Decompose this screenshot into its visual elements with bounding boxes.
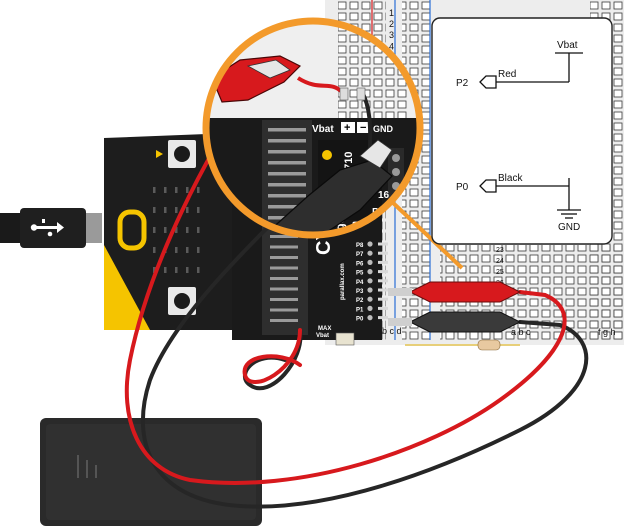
led [153, 187, 156, 193]
edge-row-letters: b c d [382, 326, 402, 336]
led [164, 227, 167, 233]
edge-pin-16: 16 [378, 190, 390, 201]
svg-text:+: + [344, 122, 350, 134]
schematic-gnd-label: GND [558, 222, 580, 233]
breadboard-column-letters: a b c [511, 327, 531, 337]
breadboard-row-number: 3 [389, 30, 394, 40]
led [186, 227, 189, 233]
ground-symbol [557, 209, 581, 219]
breadboard-row-number: 4 [389, 41, 394, 51]
breadboard-row-number: 2 [389, 19, 394, 29]
breadboard-column-letters-far: f g h [598, 327, 616, 337]
led [175, 187, 178, 193]
breadboard-row-number: 23 [496, 247, 504, 254]
led [164, 267, 167, 273]
schematic-vbat-label: Vbat [557, 40, 578, 51]
edge-vbat-label: Vbat [312, 124, 334, 135]
breadboard-row-number: 1 [389, 8, 394, 18]
magnifier-callout: Vbat + − GND 2710 B 16 P15 CYB Edge for … [202, 17, 464, 270]
schematic-panel: Vbat P2 Red P0 Black GND [431, 17, 613, 245]
microbit-board [104, 133, 232, 330]
schematic-black-label: Black [498, 173, 523, 184]
alligator-clip-red-breadboard [388, 281, 522, 303]
led [175, 207, 178, 213]
led [186, 267, 189, 273]
led [197, 187, 200, 193]
led [153, 227, 156, 233]
usb-icon [30, 219, 64, 237]
led [197, 247, 200, 253]
led [186, 207, 189, 213]
edge-small-pin-label: P7 [356, 252, 364, 258]
led [153, 247, 156, 253]
led [153, 267, 156, 273]
led [175, 267, 178, 273]
led [197, 267, 200, 273]
edge-small-pin-label: P3 [356, 289, 364, 295]
battery-pack [40, 418, 262, 526]
led [197, 207, 200, 213]
usb-cable [0, 208, 102, 248]
led [175, 247, 178, 253]
edge-small-pin-label: P2 [356, 298, 364, 304]
svg-text:−: − [360, 122, 366, 134]
edge-small-pin-label: P0 [356, 317, 364, 323]
battery-icon [77, 455, 97, 478]
edge-small-pin-label: P5 [356, 271, 364, 277]
breadboard-row-number: 25 [496, 269, 504, 276]
edge-brand-label: parallax.com [340, 263, 346, 300]
schematic-p0-label: P0 [456, 182, 469, 193]
led [175, 227, 178, 233]
schematic-red-label: Red [498, 69, 516, 80]
edge-gnd-label: GND [373, 124, 394, 134]
wire-black [141, 148, 589, 509]
led [164, 187, 167, 193]
edge-small-pin-label: P6 [356, 261, 364, 267]
edge-small-pin-label: P8 [356, 243, 364, 249]
alligator-clip-black-breadboard [388, 311, 522, 333]
led [153, 207, 156, 213]
schematic-p2-label: P2 [456, 78, 469, 89]
led [186, 187, 189, 193]
led [197, 227, 200, 233]
edge-vbat-small-label: Vbat [316, 333, 329, 339]
alligator-clip-red-lens [211, 55, 302, 103]
alligator-clip-black-lens [266, 139, 393, 235]
edge-max-label: MAX [318, 326, 331, 332]
led [186, 247, 189, 253]
resistor [405, 339, 520, 351]
led [164, 207, 167, 213]
edge-small-pin-label: P4 [356, 280, 364, 286]
breadboard-row-number: 24 [496, 258, 504, 265]
wire-red [124, 98, 567, 485]
edge-small-pin-label: P1 [356, 307, 364, 313]
